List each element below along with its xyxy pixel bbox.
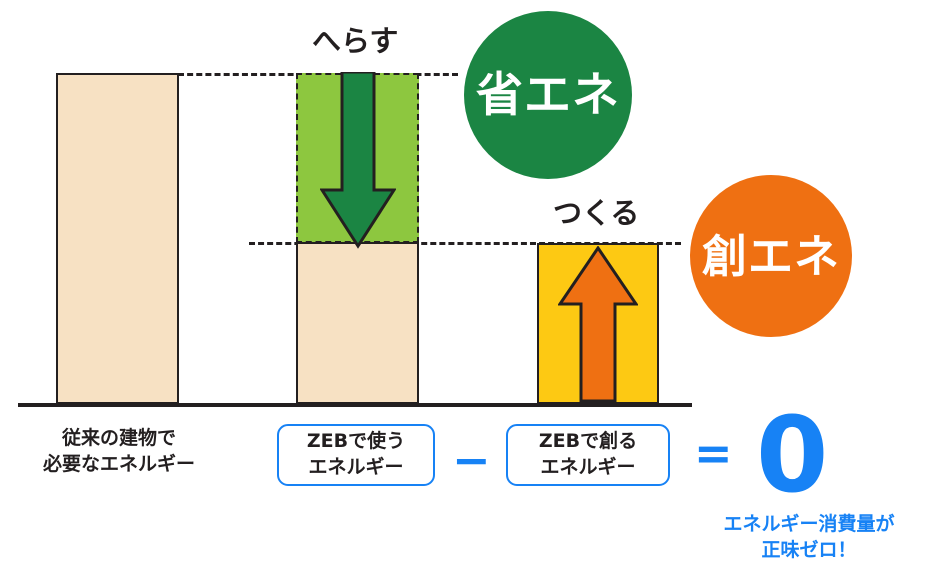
equals-sign: = xyxy=(694,426,733,480)
legend-conventional-line2: 必要なエネルギー xyxy=(42,453,195,476)
legend-box-zeb-generated-energy: ZEBで創る エネルギー xyxy=(506,424,670,486)
legend-zeb-use-line1: ZEBで使う xyxy=(306,430,406,453)
reference-line-middle xyxy=(249,242,681,245)
badge-energy-saving: 省エネ xyxy=(464,11,632,179)
minus-sign: − xyxy=(452,433,491,487)
chart-baseline xyxy=(18,403,692,407)
result-caption-line1: エネルギー消費量が xyxy=(723,513,895,535)
bar-segment-zeb-used-energy xyxy=(296,242,419,404)
result-zero-value: 0 xyxy=(756,394,829,516)
result-caption: エネルギー消費量が 正味ゼロ！ xyxy=(693,512,925,563)
legend-conventional-energy: 従来の建物で 必要なエネルギー xyxy=(26,425,212,477)
legend-conventional-line1: 従来の建物で xyxy=(61,427,176,449)
legend-box-zeb-used-energy: ZEBで使う エネルギー xyxy=(277,424,435,486)
label-herasu: へらす xyxy=(312,24,399,58)
result-caption-line2: 正味ゼロ！ xyxy=(761,538,857,561)
legend-zeb-use-line2: エネルギー xyxy=(308,456,404,478)
bar-conventional-energy xyxy=(56,73,179,404)
legend-zeb-generate-line2: エネルギー xyxy=(540,456,636,478)
badge-energy-generation: 創エネ xyxy=(690,175,852,337)
up-arrow-icon xyxy=(557,245,639,403)
label-tsukuru: つくる xyxy=(553,196,640,230)
legend-zeb-generate-line1: ZEBで創る xyxy=(538,430,638,453)
down-arrow-icon xyxy=(319,70,397,250)
